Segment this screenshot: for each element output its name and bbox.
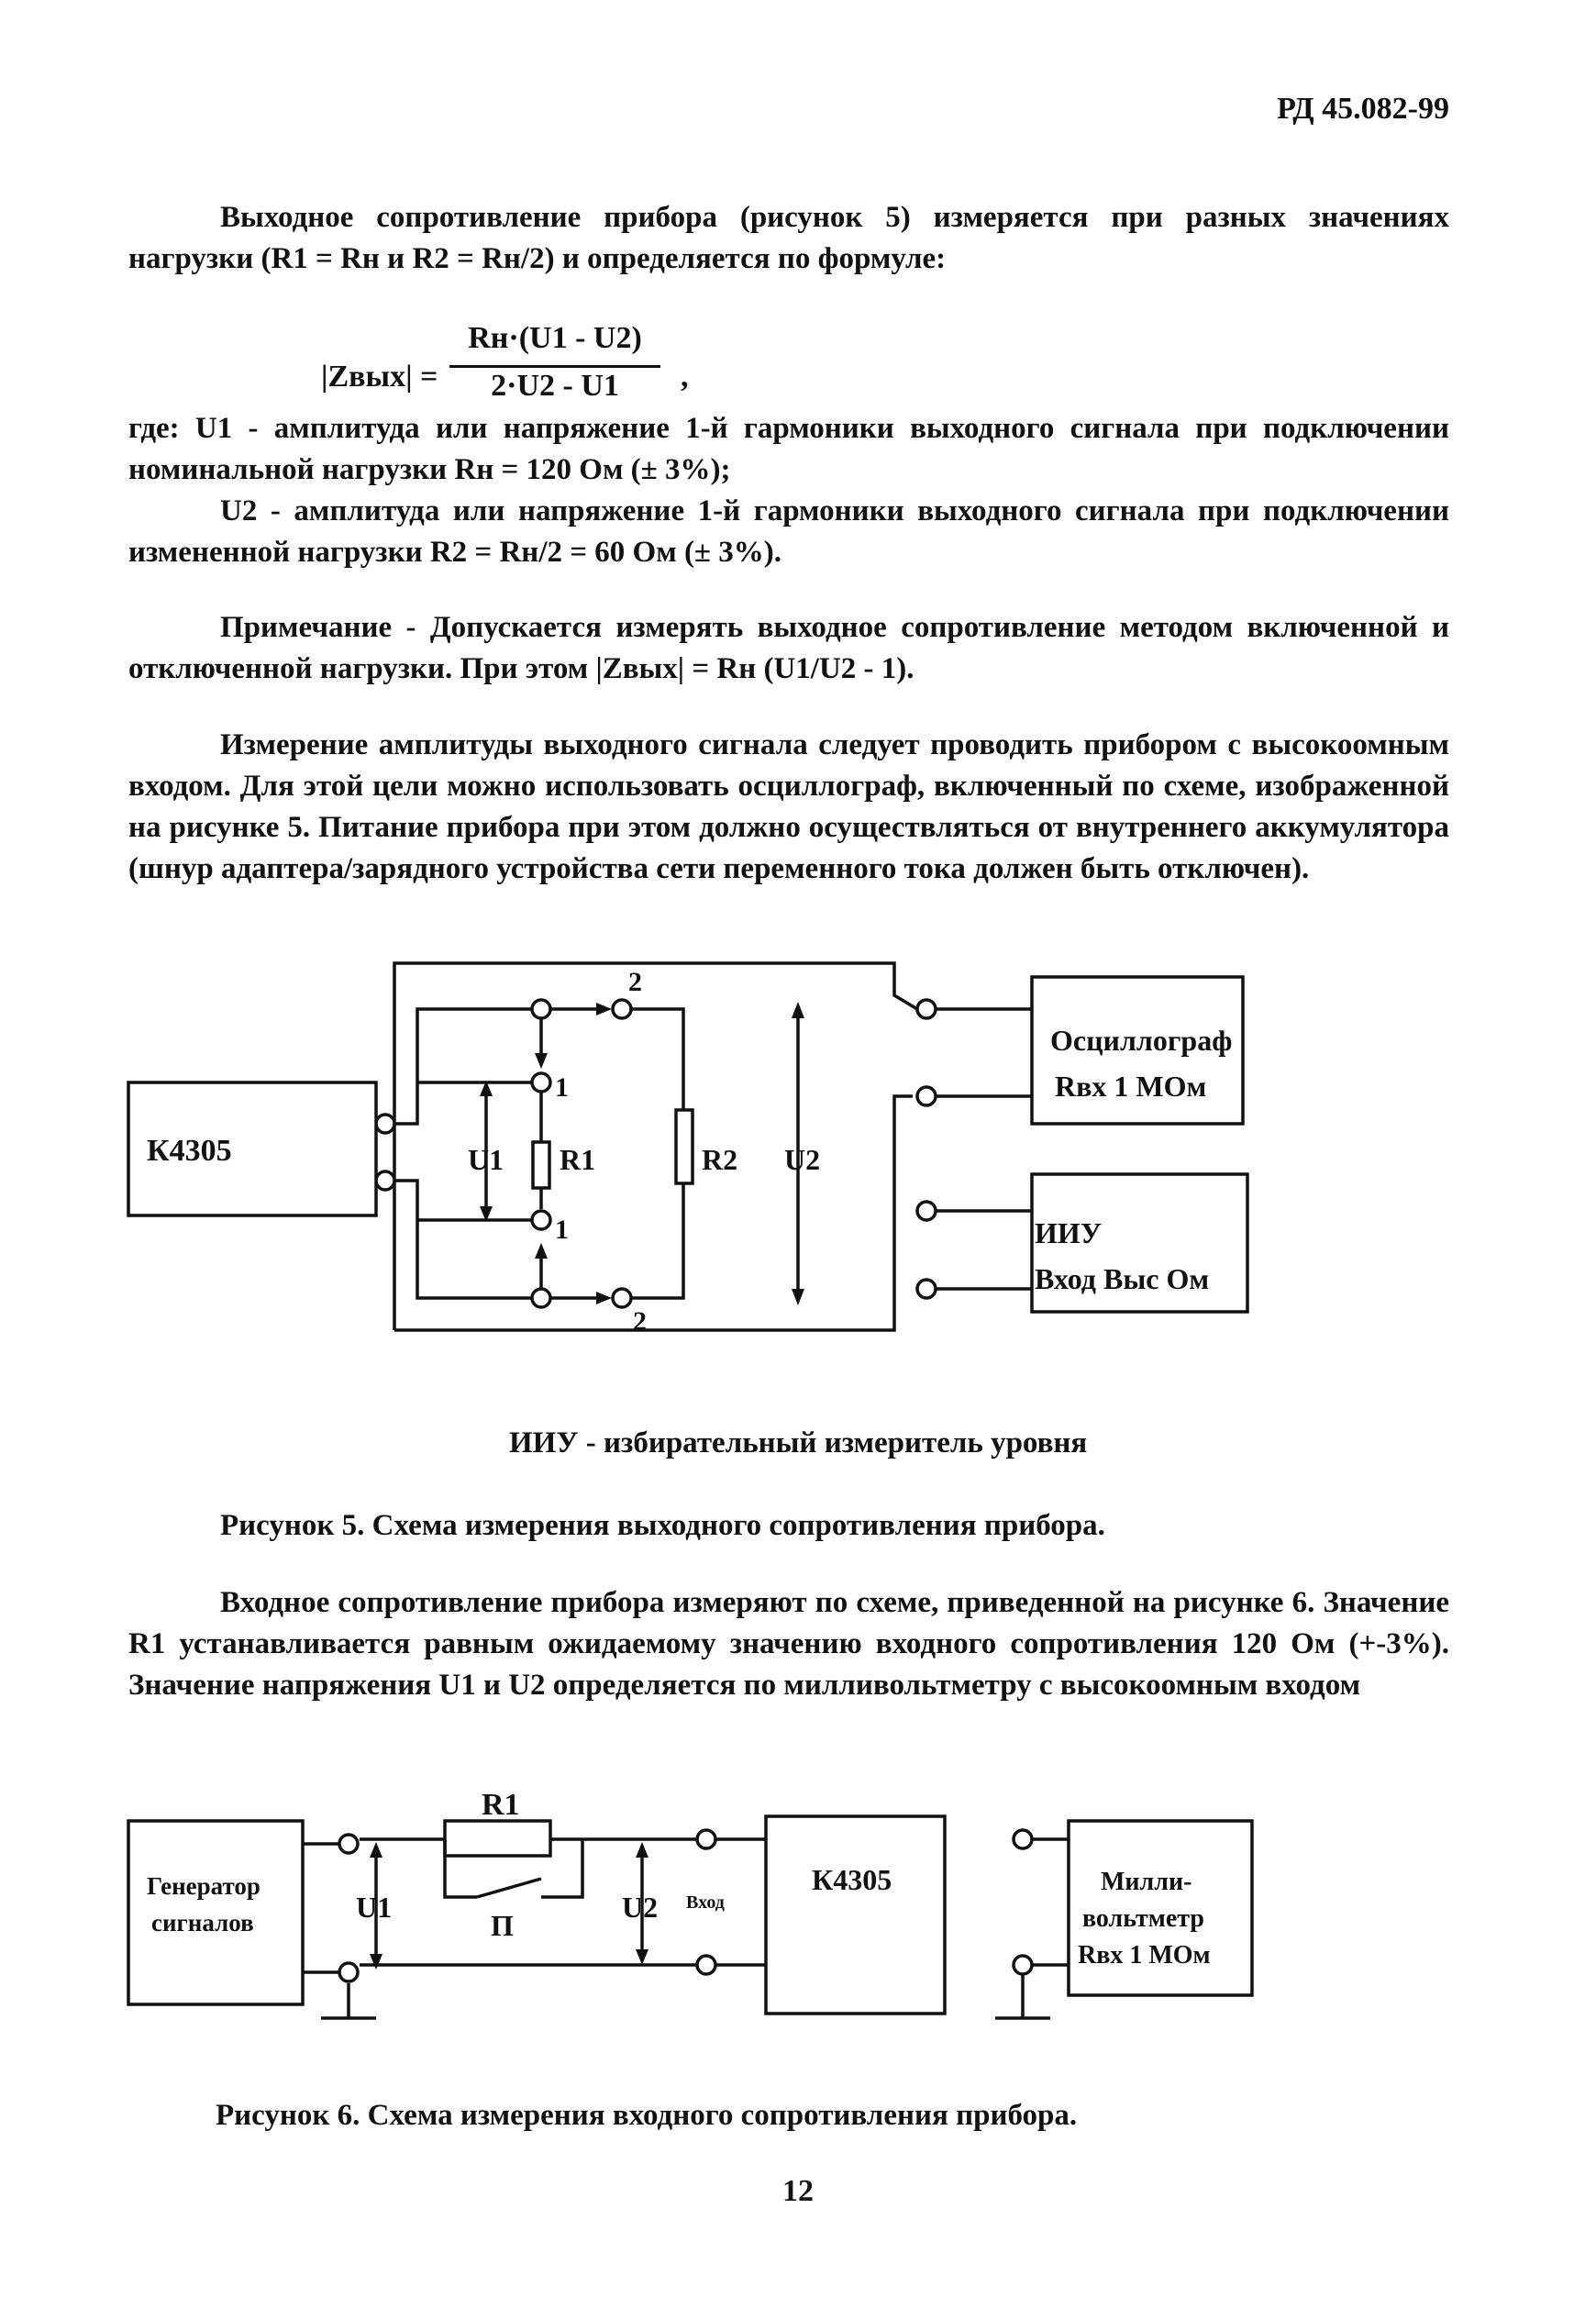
fig6-device-label: К4305 [812, 1863, 892, 1896]
fig5-caption: Рисунок 5. Схема измерения выходного соп… [220, 1509, 1105, 1542]
fig6-u1-label: U1 [356, 1891, 392, 1924]
fig6-input-label: Вход [686, 1892, 725, 1913]
paragraph-input-impedance: Входное сопротивление прибора измеряют п… [128, 1586, 1449, 1702]
fig5-iiu-input: Вход Выс Ом [1035, 1262, 1209, 1295]
fig6-generator-label-2: сигналов [151, 1909, 254, 1936]
fig5-position-2-top: 2 [628, 967, 642, 997]
fig6-r1-label: R1 [482, 1788, 520, 1822]
fig5-position-1-top: 1 [555, 1072, 569, 1103]
fig5-oscilloscope-impedance: Rвх 1 МОм [1055, 1070, 1206, 1103]
fig5-r1-label: R1 [560, 1143, 595, 1176]
page-number: 12 [782, 2174, 814, 2208]
note-paragraph: Примечание - Допускается измерять выходн… [128, 611, 1449, 685]
fig6-generator-label: Генератор [147, 1872, 260, 1900]
fig5-position-1-bottom: 1 [555, 1215, 569, 1245]
document-code: РД 45.082-99 [1277, 92, 1449, 126]
fig5-r2-label: R2 [702, 1143, 737, 1176]
formula-numerator: Rн·(U1 - U2) [468, 321, 642, 355]
paragraph-output-impedance: Выходное сопротивление прибора (рисунок … [128, 201, 1449, 275]
fig6-millivoltmeter-impedance: Rвх 1 МОм [1078, 1941, 1211, 1970]
fig5-position-2-bottom: 2 [633, 1306, 647, 1337]
fig5-u1-label: U1 [468, 1143, 504, 1176]
fig5-legend: ИИУ - избирательный измеритель уровня [509, 1426, 1088, 1459]
fig6-millivoltmeter-label-2: вольтметр [1082, 1904, 1204, 1933]
fig6-caption: Рисунок 6. Схема измерения входного сопр… [216, 2099, 1078, 2132]
formula-comma: , [681, 360, 689, 394]
definition-u1: где: U1 - амплитуда или напряжение 1-й г… [128, 412, 1449, 486]
fig5-oscilloscope-label: Осциллограф [1050, 1024, 1232, 1057]
fig5-iiu-label: ИИУ [1035, 1216, 1102, 1249]
paragraph-amplitude-measurement: Измерение амплитуды выходного сигнала сл… [128, 728, 1449, 885]
formula-lhs: |Zвых| = [321, 360, 438, 394]
fig5-device-label: К4305 [147, 1134, 232, 1168]
fig6-switch-label: П [491, 1909, 514, 1942]
formula-fraction-bar [449, 365, 660, 368]
fig6-millivoltmeter-label: Милли- [1101, 1868, 1191, 1896]
definition-u2: U2 - амплитуда или напряжение 1-й гармон… [128, 494, 1449, 569]
fig5-u2-label: U2 [784, 1143, 820, 1176]
fig6-u2-label: U2 [622, 1891, 658, 1924]
formula-denominator: 2·U2 - U1 [491, 369, 619, 403]
